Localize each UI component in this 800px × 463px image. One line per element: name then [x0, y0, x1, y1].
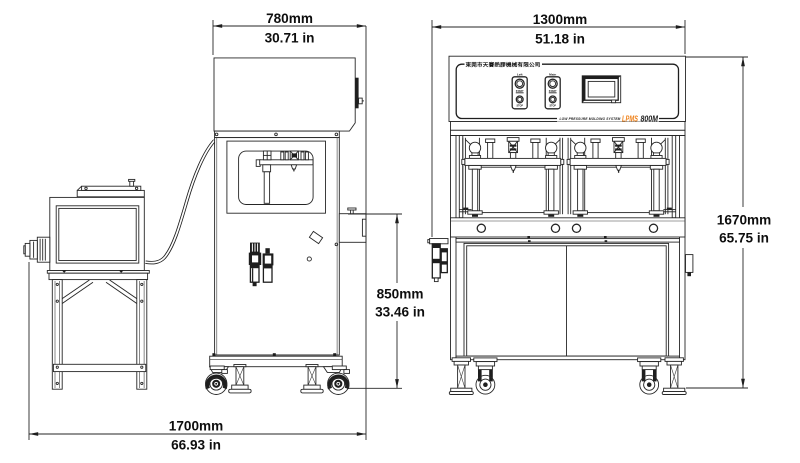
levelling-foot: [448, 357, 474, 395]
side-motor: [23, 236, 51, 263]
air-filter-unit-side: [248, 242, 274, 287]
head-cabinet: [213, 57, 356, 132]
levelling-foot: [300, 364, 324, 394]
levelling-foot: [228, 364, 252, 394]
rear-box: [338, 207, 367, 243]
dim-label: 65.75 in: [719, 231, 769, 246]
dim-label: 51.18 in: [535, 32, 585, 47]
machine-side: [206, 57, 367, 395]
hole: [334, 242, 339, 247]
dimension-side-width: 780mm 30.71 in: [212, 11, 366, 55]
dim-label: 780mm: [266, 11, 313, 26]
window-glass: [238, 150, 314, 205]
dim-label: 850mm: [377, 287, 424, 302]
dimension-total-depth: 1700mm 66.93 in: [28, 26, 367, 453]
dim-label: 1670mm: [717, 213, 771, 228]
dimensions: 780mm 30.71 in 1300mm 51.18 in 850mm 33.…: [28, 11, 771, 453]
tilted-placard: [308, 230, 324, 245]
beam-hole: [550, 223, 561, 234]
press-station-left: [461, 136, 565, 218]
work-beam: [450, 217, 686, 239]
table-box-lid: [76, 189, 145, 198]
company-name-label: 東莞市天賽熱膠機械有限公司: [466, 60, 541, 68]
window-frame: [226, 140, 326, 214]
brand-label: LPMS: [622, 113, 638, 123]
machine-body-side: [214, 137, 340, 356]
table-control-box: [49, 196, 145, 271]
beam-hole: [648, 223, 659, 234]
hmi-screen[interactable]: [581, 75, 622, 104]
table-leg: [136, 279, 148, 390]
air-filter-unit-front: [427, 238, 449, 283]
button-label-main: Main: [549, 72, 556, 76]
caster: [637, 357, 662, 395]
dim-label: 66.93 in: [171, 438, 221, 453]
control-panel: 東莞市天賽熱膠機械有限公司 Left Main LOW PRESSURE MOL…: [455, 60, 680, 123]
dimension-side-height: 850mm 33.46 in: [347, 213, 425, 389]
dim-label: 33.46 in: [375, 305, 425, 320]
window-mechanism: [255, 150, 314, 204]
lower-cabinet: [455, 238, 680, 361]
hinge-tab: [355, 77, 359, 109]
caster: [473, 357, 498, 395]
side-view: [23, 57, 367, 395]
model-label: 800M: [641, 113, 659, 123]
front-view: 東莞市天賽熱膠機械有限公司 Left Main LOW PRESSURE MOL…: [427, 55, 694, 395]
dim-label: 30.71 in: [265, 31, 315, 46]
table-stretcher: [52, 363, 147, 373]
system-label: LOW PRESSURE MOLDING SYSTEM: [560, 117, 622, 121]
dimension-front-height: 1670mm 65.75 in: [686, 56, 771, 389]
levelling-foot: [661, 357, 687, 395]
table-leg: [51, 279, 63, 390]
accessory-table: [23, 178, 150, 390]
side-box-front: [685, 254, 694, 277]
base-side: [208, 353, 343, 373]
dim-label: 1300mm: [533, 12, 587, 27]
beam-hole: [476, 223, 487, 234]
hole: [306, 256, 312, 262]
hose: [145, 139, 216, 265]
beam-hole: [571, 223, 582, 234]
dim-label: 1700mm: [169, 419, 223, 434]
press-station-right: [566, 136, 670, 218]
panel-face: [455, 63, 680, 120]
dimension-front-width: 1300mm 51.18 in: [431, 12, 686, 237]
button-label-left: Left: [517, 72, 523, 76]
